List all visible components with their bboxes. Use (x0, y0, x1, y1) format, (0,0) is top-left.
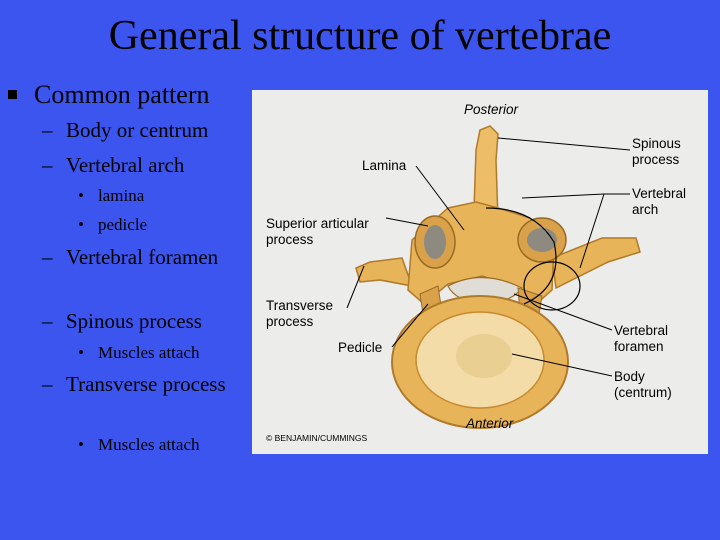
label-superior-articular-process: Superior articular process (266, 216, 369, 248)
label-line: process (266, 232, 314, 247)
bullet-main-text: Common pattern (34, 80, 210, 109)
label-line: foramen (614, 339, 664, 354)
transverse-process-right-shape (551, 237, 641, 290)
dash-marker: – (42, 245, 53, 269)
bullet-main: Common pattern (8, 78, 210, 112)
label-line: Spinous (632, 136, 681, 151)
dot-marker: • (78, 186, 84, 205)
label-line: process (632, 152, 680, 167)
label-transverse-process: Transverse process (266, 298, 333, 330)
label-line: Body (614, 369, 645, 384)
list-item-text: Transverse process (66, 372, 226, 396)
dash-marker: – (42, 372, 53, 396)
label-line: (centrum) (614, 385, 672, 400)
label-line: Transverse (266, 298, 334, 313)
list-subitem-text: lamina (98, 186, 145, 205)
label-anterior: Anterior (466, 416, 514, 431)
vertebra-illustration (346, 125, 641, 429)
dash-marker: – (42, 118, 53, 142)
label-line: Vertebral (632, 186, 687, 201)
label-spinous-process: Spinous process (632, 136, 681, 168)
square-bullet-icon (8, 90, 17, 99)
list-subitem-text: pedicle (98, 215, 148, 234)
dot-marker: • (78, 215, 84, 234)
label-pedicle: Pedicle (338, 340, 383, 355)
label-line: Superior articular (266, 216, 369, 231)
dash-marker: – (42, 309, 53, 333)
leader-lines (346, 137, 631, 377)
list-item-text: Spinous process (66, 309, 202, 333)
transverse-process-left-shape (355, 257, 414, 287)
label-lamina: Lamina (362, 158, 407, 173)
dot-marker: • (78, 435, 84, 454)
label-vertebral-arch: Vertebral arch (632, 186, 686, 218)
slide-title: General structure of vertebrae (108, 13, 612, 59)
list-item-text: Vertebral arch (66, 153, 185, 177)
label-line: process (266, 314, 314, 329)
list-item-text: Body or centrum (66, 118, 209, 142)
list-subitem-text: Muscles attach (98, 435, 200, 454)
dash-marker: – (42, 153, 53, 177)
label-line: Vertebral (614, 323, 669, 338)
dot-marker: • (78, 343, 84, 362)
label-vertebral-foramen: Vertebral foramen (614, 323, 668, 355)
label-line: arch (632, 202, 659, 217)
list-item-text: Vertebral foramen (66, 245, 219, 269)
list-subitem-text: Muscles attach (98, 343, 200, 362)
vertebra-figure: Posterior Lamina Spinous process Vertebr… (252, 90, 708, 454)
label-body-centrum: Body (centrum) (614, 369, 672, 401)
label-posterior: Posterior (464, 102, 519, 117)
figure-credit: © BENJAMIN/CUMMINGS (266, 433, 368, 443)
